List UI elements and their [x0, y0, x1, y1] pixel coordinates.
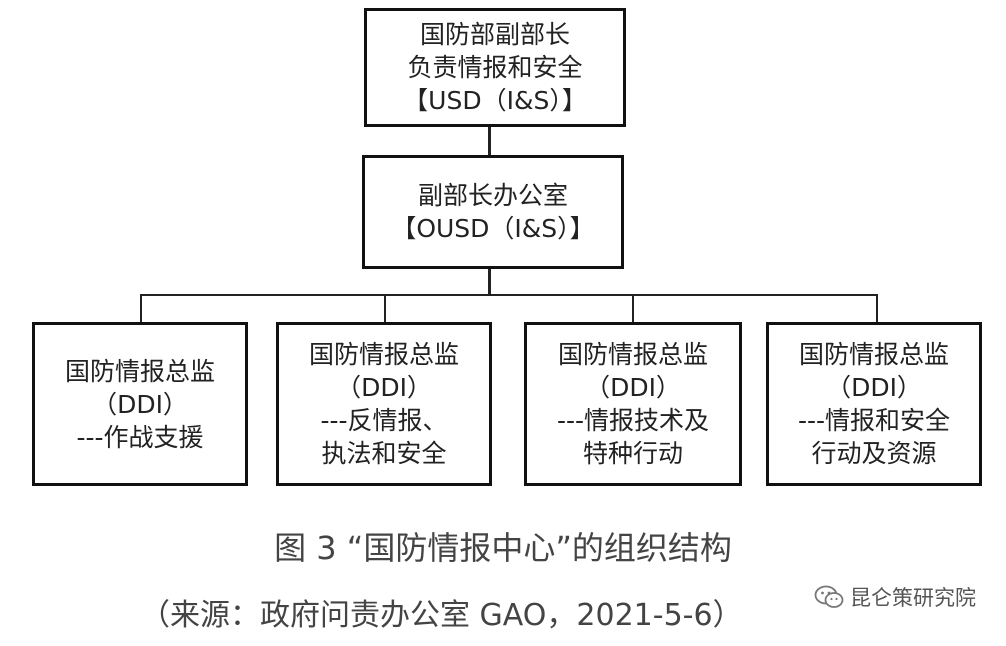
ddi-title: 国防情报总监: [798, 340, 949, 369]
ddi-abbr: （DDI）: [826, 373, 922, 402]
ddi-duty-cont: 行动及资源: [811, 439, 937, 468]
watermark-text: 昆仑策研究院: [850, 586, 976, 610]
source-caption: （来源：政府问责办公室 GAO，2021-5-6）: [140, 598, 743, 633]
usd-box: 国防部副部长 负责情报和安全 【USD（I&S）】: [364, 8, 626, 127]
ddi-abbr: （DDI）: [585, 373, 681, 402]
connector-drop-1: [140, 294, 142, 322]
watermark: 昆仑策研究院: [814, 582, 976, 612]
ddi-duty: ---情报和安全: [797, 406, 951, 435]
ddi-duty: ---反情报、: [320, 406, 448, 435]
ousd-abbr: 【OUSD（I&S）】: [391, 214, 595, 243]
ddi-title: 国防情报总监: [557, 340, 708, 369]
ousd-box: 副部长办公室 【OUSD（I&S）】: [362, 155, 624, 269]
connector-usd-ousd: [488, 127, 491, 155]
connector-ousd-bus: [488, 269, 491, 296]
usd-abbr: 【USD（I&S）】: [403, 86, 587, 115]
connector-drop-3: [632, 294, 634, 322]
ousd-title: 副部长办公室: [417, 181, 568, 210]
ddi-duty: ---情报技术及: [556, 406, 710, 435]
ddi-title: 国防情报总监: [64, 356, 215, 386]
ddi-duty-cont: 执法和安全: [321, 439, 447, 468]
wechat-icon: [814, 585, 844, 608]
ddi-duty-cont: 特种行动: [582, 439, 683, 468]
ddi-title: 国防情报总监: [308, 340, 459, 369]
ddi-box-operations: 国防情报总监 （DDI） ---作战支援: [32, 322, 248, 486]
usd-title: 国防部副部长: [419, 20, 570, 49]
connector-drop-4: [876, 294, 878, 322]
connector-bus: [140, 294, 878, 296]
ddi-duty: ---作战支援: [76, 422, 204, 452]
connector-drop-2: [384, 294, 386, 322]
figure-caption: 图 3 “国防情报中心”的组织结构: [274, 529, 732, 567]
ddi-box-technology: 国防情报总监 （DDI） ---情报技术及 特种行动: [524, 322, 742, 486]
ddi-abbr: （DDI）: [336, 373, 432, 402]
ddi-abbr: （DDI）: [92, 389, 188, 419]
usd-subtitle: 负责情报和安全: [407, 53, 583, 82]
ddi-box-counterintelligence: 国防情报总监 （DDI） ---反情报、 执法和安全: [276, 322, 492, 486]
ddi-box-resources: 国防情报总监 （DDI） ---情报和安全 行动及资源: [766, 322, 982, 486]
